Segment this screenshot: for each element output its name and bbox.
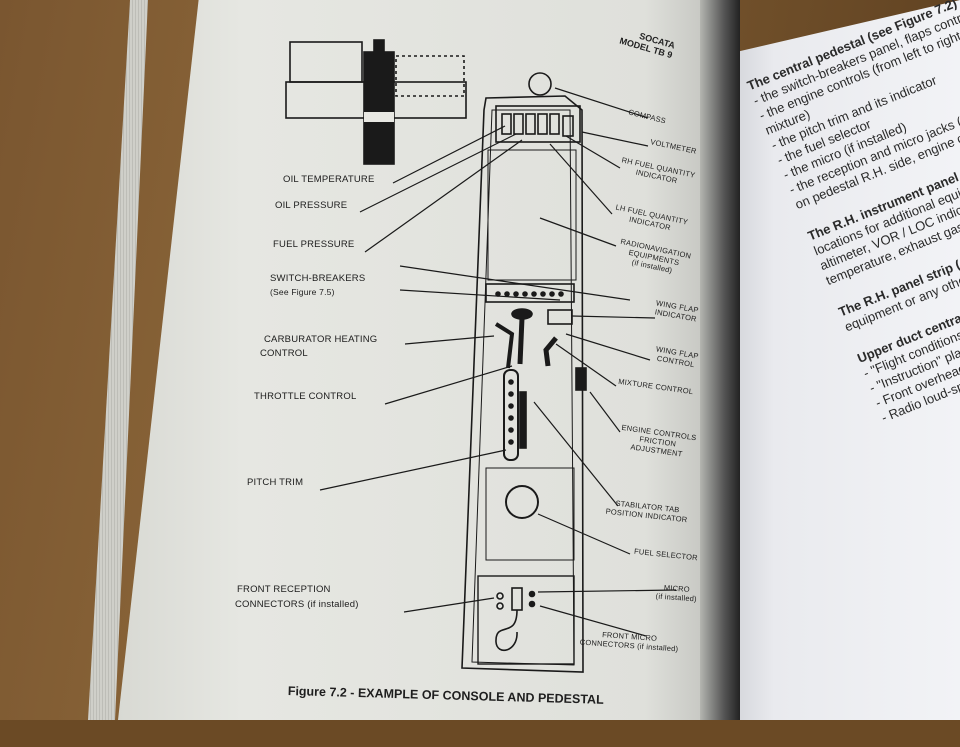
wing-flap-indicator	[547, 309, 573, 325]
label-switch-breakers: SWITCH-BREAKERS	[270, 273, 366, 284]
compass	[528, 72, 552, 96]
throttle-knob	[511, 308, 533, 320]
left-page	[118, 0, 738, 720]
label-carburator-line2: CONTROL	[260, 348, 308, 359]
right-page	[712, 0, 960, 720]
reception-jack-2	[496, 602, 504, 610]
label-front-reception-line2: CONNECTORS (if installed)	[235, 599, 359, 610]
fuel-selector-panel	[485, 467, 575, 561]
overhead-panel-right	[395, 55, 465, 97]
stabilator-tab-indicator	[519, 391, 527, 449]
gauge-cluster	[495, 105, 581, 143]
mixture-lever	[543, 336, 558, 367]
label-front-reception-line1: FRONT RECEPTION	[237, 584, 331, 595]
front-micro-jack-2	[528, 600, 536, 608]
label-oil-temperature: OIL TEMPERATURE	[283, 174, 375, 185]
label-fuel-pressure: FUEL PRESSURE	[273, 239, 355, 250]
connector-box	[477, 575, 575, 665]
label-micro: MICRO (if installed)	[655, 583, 697, 603]
throttle-lever	[517, 317, 525, 365]
label-switch-breakers-ref: (See Figure 7.5)	[270, 287, 335, 297]
front-micro-jack-1	[528, 590, 536, 598]
console-outline	[461, 95, 584, 673]
console-inner	[471, 109, 575, 666]
label-throttle-control: THROTTLE CONTROL	[254, 391, 357, 402]
micro-cord	[495, 609, 518, 652]
leader-lines	[319, 87, 677, 637]
radionav-area	[487, 149, 577, 281]
switch-breaker-panel	[485, 283, 575, 303]
book-gutter	[700, 0, 740, 720]
reception-jack-1	[496, 592, 504, 600]
switch-breakers	[495, 291, 564, 297]
overhead-handle	[363, 51, 395, 165]
carburator-heating-lever	[494, 322, 515, 369]
micro-holder	[511, 587, 523, 611]
pitch-trim-ridges	[508, 379, 514, 445]
overhead-knob	[373, 39, 385, 55]
label-carburator-line1: CARBURATOR HEATING	[264, 334, 378, 345]
fuel-selector	[505, 485, 539, 519]
friction-knob	[575, 367, 587, 391]
gauges	[501, 113, 574, 137]
label-pitch-trim: PITCH TRIM	[247, 477, 304, 488]
pitch-trim-wheel	[503, 369, 519, 461]
console-pedestal-diagram	[285, 39, 677, 673]
overhead-panel-left	[289, 41, 363, 83]
label-oil-pressure: OIL PRESSURE	[275, 200, 348, 211]
